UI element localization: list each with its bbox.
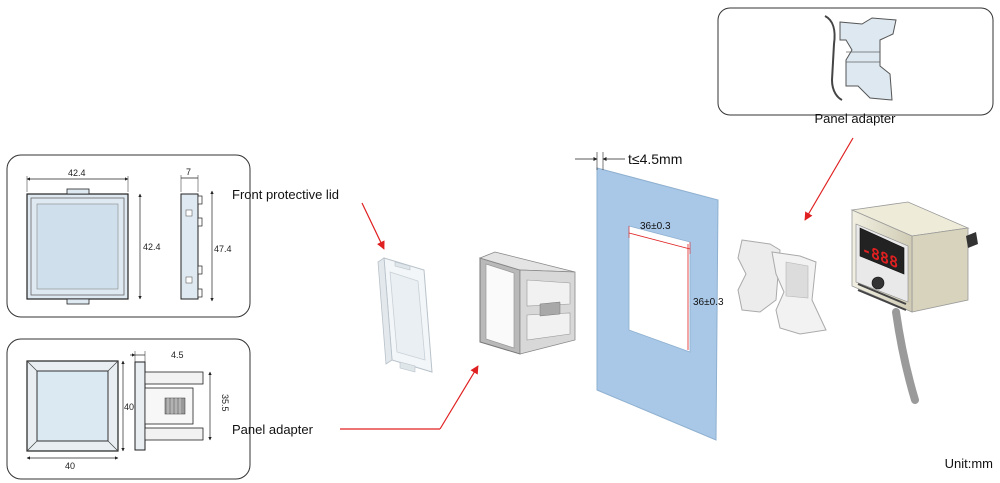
adapter-width-dim: 40 xyxy=(65,461,75,471)
panel-adapter-bottom-label: Panel adapter xyxy=(232,422,314,437)
sensor-device-3d xyxy=(850,201,978,404)
lid-width-dim: 42.4 xyxy=(68,168,86,178)
protective-lid-3d xyxy=(377,257,433,373)
adapter-depth-dim: 4.5 xyxy=(171,350,184,360)
panel-adapter-top-label: Panel adapter xyxy=(815,111,897,126)
lid-depth-dim: 7 xyxy=(186,167,191,177)
lid-height-dim: 42.4 xyxy=(143,242,161,252)
unit-label: Unit:mm xyxy=(945,456,993,471)
thickness-label: t≤4.5mm xyxy=(628,151,682,167)
front-lid-label: Front protective lid xyxy=(232,187,339,202)
adapter-detail-inset xyxy=(717,7,994,116)
cutout-width-dim: 36±0.3 xyxy=(640,221,671,232)
mounting-panel xyxy=(575,152,719,441)
lid-drawing-panel xyxy=(6,154,251,318)
callout-arrows xyxy=(340,137,854,430)
panel-adapter-3d xyxy=(478,251,576,355)
adapter-clips-3d xyxy=(737,239,827,335)
cutout-height-dim: 36±0.3 xyxy=(693,297,724,308)
adapter-side-height-dim: 35.5 xyxy=(220,394,230,412)
adapter-drawing-panel xyxy=(6,338,251,480)
adapter-height-dim: 40 xyxy=(124,402,134,412)
lid-side-height-dim: 47.4 xyxy=(214,244,232,254)
